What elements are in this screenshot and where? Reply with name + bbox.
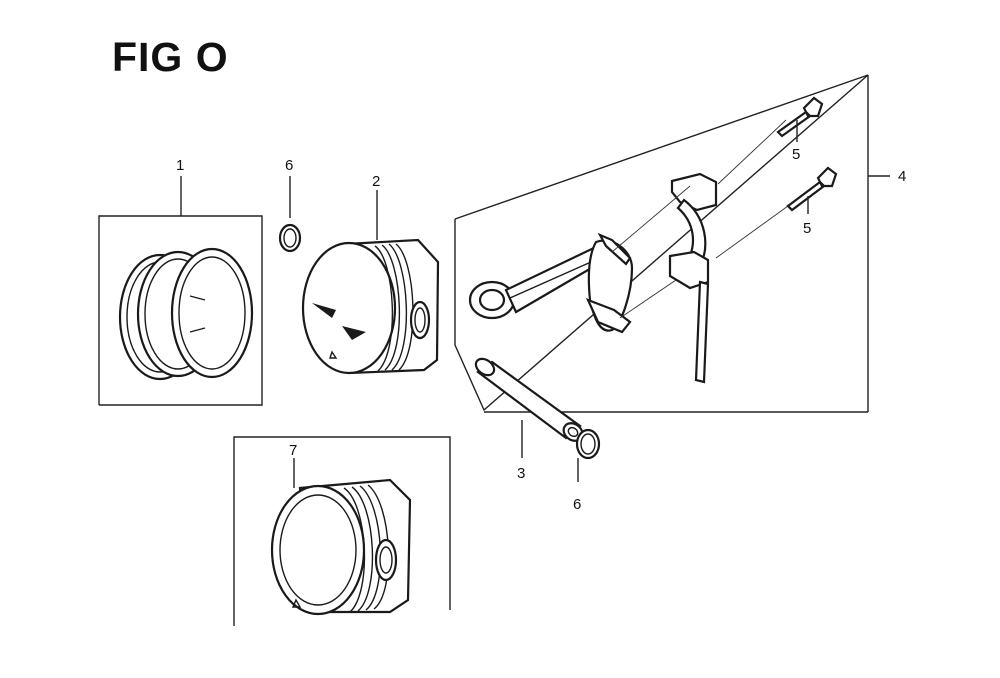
ring-set-group: 1 <box>98 157 263 406</box>
piston-drawing <box>301 238 440 375</box>
callout-7: 7 <box>289 442 297 459</box>
ring-set-frame <box>98 215 263 406</box>
piston-pin-group: 3 <box>474 357 584 482</box>
callout-5-lower: 5 <box>803 220 811 237</box>
rod-bolt-upper-group: 5 <box>776 96 824 163</box>
connecting-rod-frame <box>454 74 869 412</box>
piston-alt-frame <box>233 436 451 626</box>
connecting-rod-frame-top <box>454 74 869 220</box>
piston-alt-group: 7 <box>233 436 451 626</box>
connecting-rod-group: 4 <box>454 74 906 413</box>
pin-clip-lower-group: 6 <box>573 428 601 513</box>
pin-clip-upper-group: 6 <box>278 157 302 253</box>
callout-6-upper: 6 <box>285 157 293 174</box>
piston-alt-drawing <box>270 478 412 616</box>
callout-2: 2 <box>372 173 380 190</box>
callout-3: 3 <box>517 465 525 482</box>
figure-title: FIG O <box>112 34 229 80</box>
piston-rings-drawing <box>118 247 254 381</box>
rod-bolt-lower-drawing <box>786 166 838 212</box>
rod-bolt-upper-drawing <box>776 96 824 138</box>
callout-1: 1 <box>176 157 184 174</box>
callout-6-lower: 6 <box>573 496 581 513</box>
rod-bolt-lower-group: 5 <box>786 166 838 237</box>
callout-4: 4 <box>898 168 906 185</box>
piston-group: 2 <box>301 173 440 375</box>
connecting-rod-drawing <box>468 119 789 384</box>
callout-5-upper: 5 <box>792 146 800 163</box>
pin-clip-upper-drawing <box>278 223 302 253</box>
piston-pin-drawing <box>474 357 584 442</box>
